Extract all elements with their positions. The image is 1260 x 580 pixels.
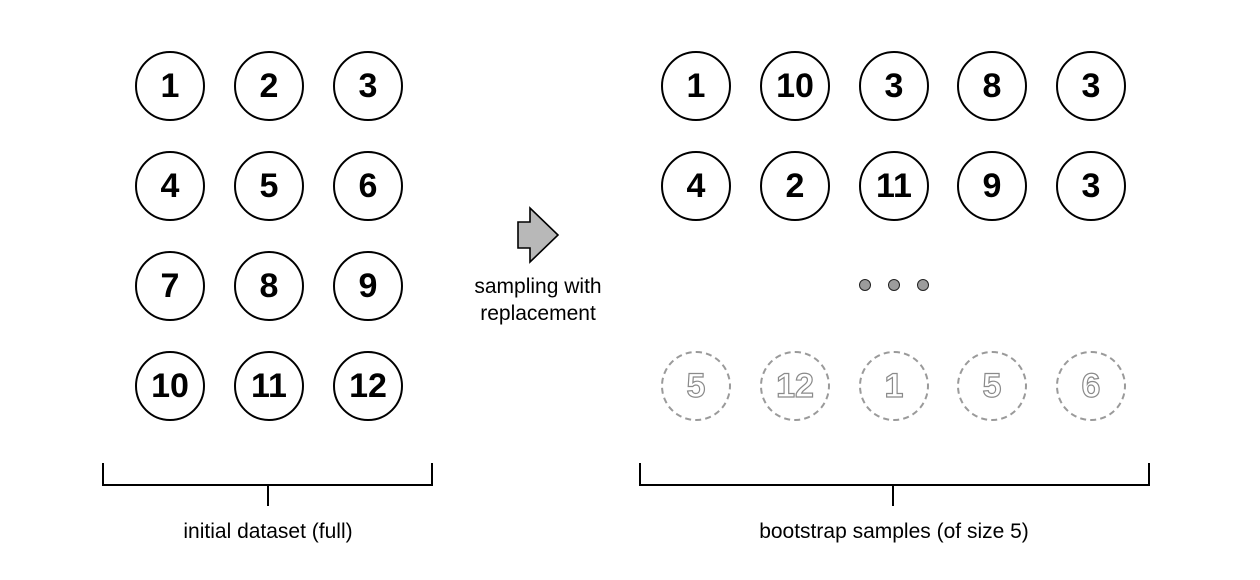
ellipsis-dot	[859, 279, 871, 291]
sample-point-circle: 3	[1056, 151, 1126, 221]
faded-sample-point-circle: 1	[859, 351, 929, 421]
sample-point-circle: 9	[957, 151, 1027, 221]
arrow-label-line2: replacement	[480, 302, 596, 325]
initial-dataset-bracket	[102, 463, 433, 506]
data-point-circle: 6	[333, 151, 403, 221]
sample-point-circle: 3	[1056, 51, 1126, 121]
sample-point-circle: 2	[760, 151, 830, 221]
data-point-circle: 5	[234, 151, 304, 221]
sample-point-circle: 11	[859, 151, 929, 221]
sample-point-circle: 1	[661, 51, 731, 121]
data-point-circle: 8	[234, 251, 304, 321]
faded-sample-point-circle: 5	[957, 351, 1027, 421]
right-arrow-icon	[517, 206, 560, 264]
arrow-label-line1: sampling with	[474, 275, 602, 298]
bootstrap-samples-label: bootstrap samples (of size 5)	[759, 520, 1029, 543]
data-point-circle: 4	[135, 151, 205, 221]
sample-point-circle: 8	[957, 51, 1027, 121]
ellipsis-dot	[888, 279, 900, 291]
data-point-circle: 7	[135, 251, 205, 321]
sample-point-circle: 3	[859, 51, 929, 121]
ellipsis-dot	[917, 279, 929, 291]
faded-sample-point-circle: 12	[760, 351, 830, 421]
sample-point-circle: 10	[760, 51, 830, 121]
data-point-circle: 2	[234, 51, 304, 121]
data-point-circle: 3	[333, 51, 403, 121]
data-point-circle: 11	[234, 351, 304, 421]
bootstrap-samples-bracket	[639, 463, 1150, 506]
data-point-circle: 12	[333, 351, 403, 421]
faded-sample-point-circle: 5	[661, 351, 731, 421]
data-point-circle: 9	[333, 251, 403, 321]
sample-point-circle: 4	[661, 151, 731, 221]
faded-sample-point-circle: 6	[1056, 351, 1126, 421]
data-point-circle: 10	[135, 351, 205, 421]
initial-dataset-label: initial dataset (full)	[183, 520, 353, 543]
data-point-circle: 1	[135, 51, 205, 121]
